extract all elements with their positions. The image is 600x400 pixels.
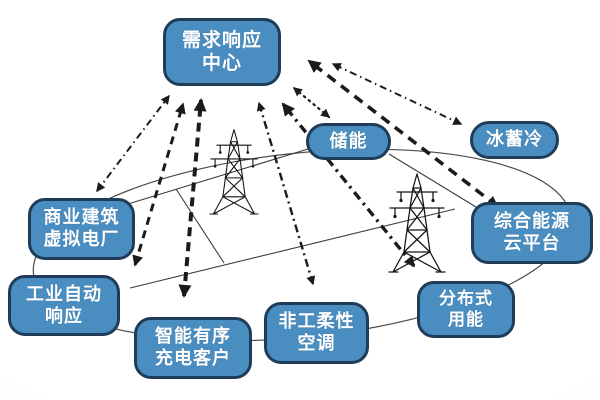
node-label: 商业建筑 虚拟电厂 xyxy=(43,207,120,249)
node-non-industrial-flexible-ac: 非工柔性 空调 xyxy=(264,302,369,364)
arrow-center-ice-storage xyxy=(331,63,463,125)
arrow-center-distributed-energy xyxy=(281,102,416,268)
node-label: 综合能源 云平台 xyxy=(494,211,570,253)
node-label: 储能 xyxy=(329,130,368,151)
node-integrated-energy-cloud: 综合能源 云平台 xyxy=(471,202,593,264)
node-label: 冰蓄冷 xyxy=(486,129,543,150)
node-label: 智能有序 充电客户 xyxy=(155,326,231,368)
node-energy-storage: 储能 xyxy=(306,123,391,160)
arrow-center-smart-charging xyxy=(178,98,207,298)
node-distributed-energy-use: 分布式 用能 xyxy=(417,281,515,338)
node-label: 工业自动 响应 xyxy=(26,283,102,326)
node-industrial-auto-response: 工业自动 响应 xyxy=(8,275,120,336)
arrow-center-energy-cloud xyxy=(307,59,499,208)
node-label: 需求响应 中心 xyxy=(181,29,262,74)
arrow-center-commercial-vpp xyxy=(96,94,170,193)
node-ice-storage-cooling: 冰蓄冷 xyxy=(470,121,559,159)
node-demand-response-center: 需求响应 中心 xyxy=(163,18,281,86)
node-commercial-building-vpp: 商业建筑 虚拟电厂 xyxy=(28,198,135,260)
connection-arrows xyxy=(96,59,499,298)
arrow-center-industrial-auto xyxy=(132,102,186,267)
power-grid-lines xyxy=(127,148,477,289)
node-label: 分布式 用能 xyxy=(439,288,493,329)
arrow-center-energy-storage xyxy=(292,86,331,119)
node-smart-orderly-charging: 智能有序 充电客户 xyxy=(134,317,252,379)
node-label: 非工柔性 空调 xyxy=(278,311,355,353)
power-grid-line xyxy=(129,208,456,289)
power-grid-line xyxy=(175,188,225,264)
